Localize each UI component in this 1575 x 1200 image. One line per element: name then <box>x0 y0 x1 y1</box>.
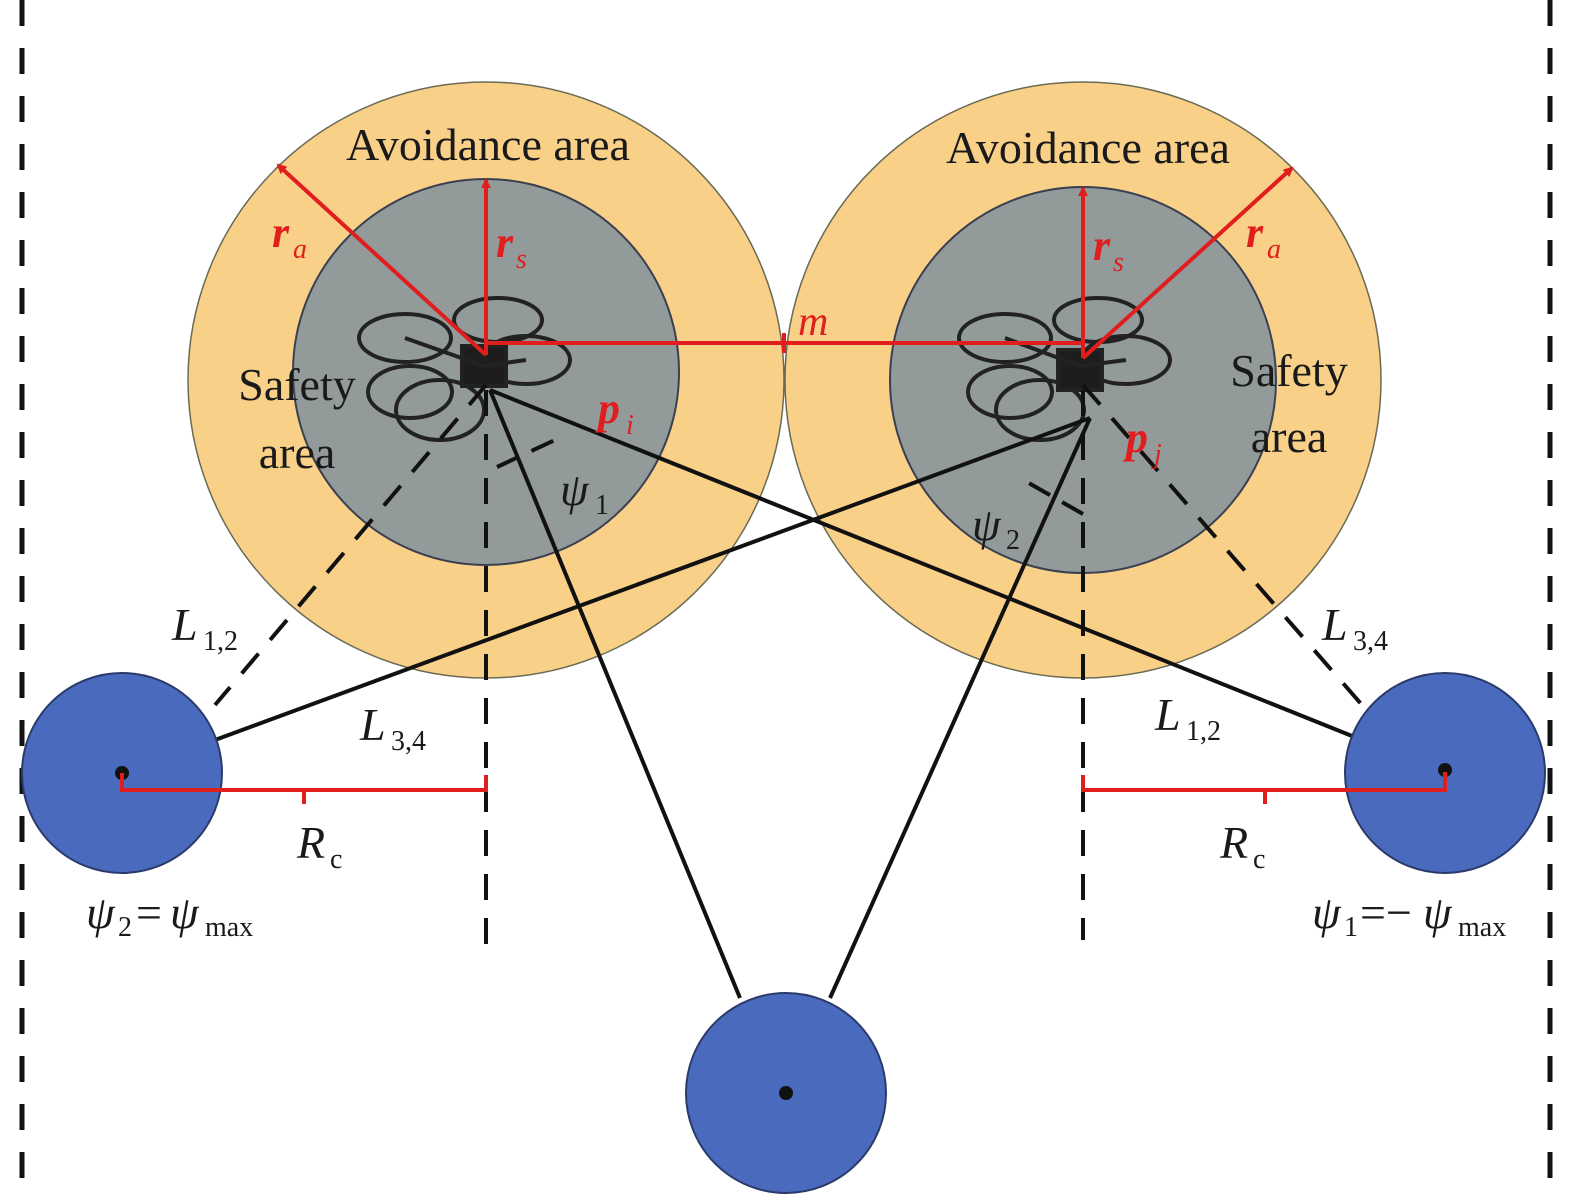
svg-text:L: L <box>1154 689 1181 740</box>
rc-bracket-right <box>1081 772 1447 804</box>
svg-text:a: a <box>293 234 307 265</box>
psi2-label: ψ 2 <box>972 499 1020 556</box>
psi1-equals-neg-psimax-label: ψ 1 =− ψ max <box>1312 887 1506 943</box>
safety-area-label-left-line1: Safety <box>238 359 356 410</box>
psi2-angle-marker <box>1019 476 1084 516</box>
svg-text:ψ: ψ <box>1312 887 1342 938</box>
ra-arrow-left <box>276 163 488 357</box>
svg-text:c: c <box>1253 844 1265 875</box>
svg-text:=−: =− <box>1360 887 1412 938</box>
pi-label: p i <box>594 384 634 441</box>
psi2-equals-psimax-label: ψ 2 = ψ max <box>86 887 253 943</box>
psi1-angle-marker <box>496 438 556 469</box>
cable-right-to-bottom <box>828 417 1092 999</box>
svg-text:L: L <box>359 699 386 750</box>
svg-text:=: = <box>136 887 162 938</box>
svg-text:r: r <box>1246 208 1264 257</box>
svg-text:s: s <box>516 244 527 275</box>
svg-text:j: j <box>1151 439 1162 470</box>
svg-text:1,2: 1,2 <box>203 626 238 657</box>
svg-text:ψ: ψ <box>972 499 1002 550</box>
svg-text:L: L <box>1321 599 1348 650</box>
svg-text:ψ: ψ <box>86 887 116 938</box>
svg-text:R: R <box>1219 817 1248 868</box>
svg-text:p: p <box>1122 413 1148 462</box>
svg-text:L: L <box>171 599 198 650</box>
svg-text:r: r <box>1093 221 1111 270</box>
svg-text:max: max <box>205 912 253 943</box>
svg-text:ψ: ψ <box>560 464 590 515</box>
rc-bracket-left <box>120 773 488 804</box>
svg-text:2: 2 <box>1006 525 1020 556</box>
svg-text:3,4: 3,4 <box>1353 626 1388 657</box>
center-dot-bottom <box>779 1086 793 1100</box>
pj-label: p j <box>1122 413 1162 470</box>
l12-label-right: L 1,2 <box>1154 689 1221 747</box>
cable-left-to-right-obstacle <box>489 388 1363 742</box>
safety-area-label-left-line2: area <box>259 427 336 478</box>
ra-label-left: r a <box>272 208 307 265</box>
svg-text:p: p <box>594 384 620 433</box>
svg-text:r: r <box>496 218 514 267</box>
svg-text:c: c <box>330 844 342 875</box>
psi1-label: ψ 1 <box>560 464 609 521</box>
dashed-line-right <box>1081 383 1364 707</box>
rs-label-left: r s <box>496 218 527 275</box>
l34-label-left: L 3,4 <box>359 699 426 757</box>
svg-text:i: i <box>626 410 634 441</box>
svg-text:s: s <box>1113 247 1124 278</box>
svg-text:r: r <box>272 208 290 257</box>
svg-text:1: 1 <box>1344 912 1358 943</box>
l34-label-right: L 3,4 <box>1321 599 1388 657</box>
center-dot-right <box>1438 763 1452 777</box>
svg-text:a: a <box>1267 234 1281 265</box>
avoidance-area-label-right: Avoidance area <box>946 122 1230 173</box>
svg-text:3,4: 3,4 <box>391 726 426 757</box>
dashed-line-left <box>213 383 488 707</box>
cable-right-to-left-obstacle <box>214 416 1091 742</box>
ra-label-right: r a <box>1246 208 1281 265</box>
svg-text:ψ: ψ <box>170 887 200 938</box>
cable-left-to-bottom <box>488 389 742 999</box>
rs-label-right: r s <box>1093 221 1124 278</box>
avoidance-area-label-left: Avoidance area <box>346 119 630 170</box>
svg-text:R: R <box>296 817 325 868</box>
quadrotor-drone-icon <box>357 296 572 442</box>
svg-text:1,2: 1,2 <box>1186 716 1221 747</box>
ra-arrow-right <box>1081 166 1294 360</box>
safety-area-label-right-line1: Safety <box>1230 345 1348 396</box>
m-label: m <box>798 299 828 345</box>
svg-text:ψ: ψ <box>1423 887 1453 938</box>
svg-text:2: 2 <box>118 912 132 943</box>
l12-label-left: L 1,2 <box>171 599 238 657</box>
rc-label-right: R c <box>1219 817 1265 875</box>
svg-text:1: 1 <box>595 490 609 521</box>
safety-area-label-right-line2: area <box>1251 411 1328 462</box>
rc-label-left: R c <box>296 817 342 875</box>
svg-text:max: max <box>1458 912 1506 943</box>
